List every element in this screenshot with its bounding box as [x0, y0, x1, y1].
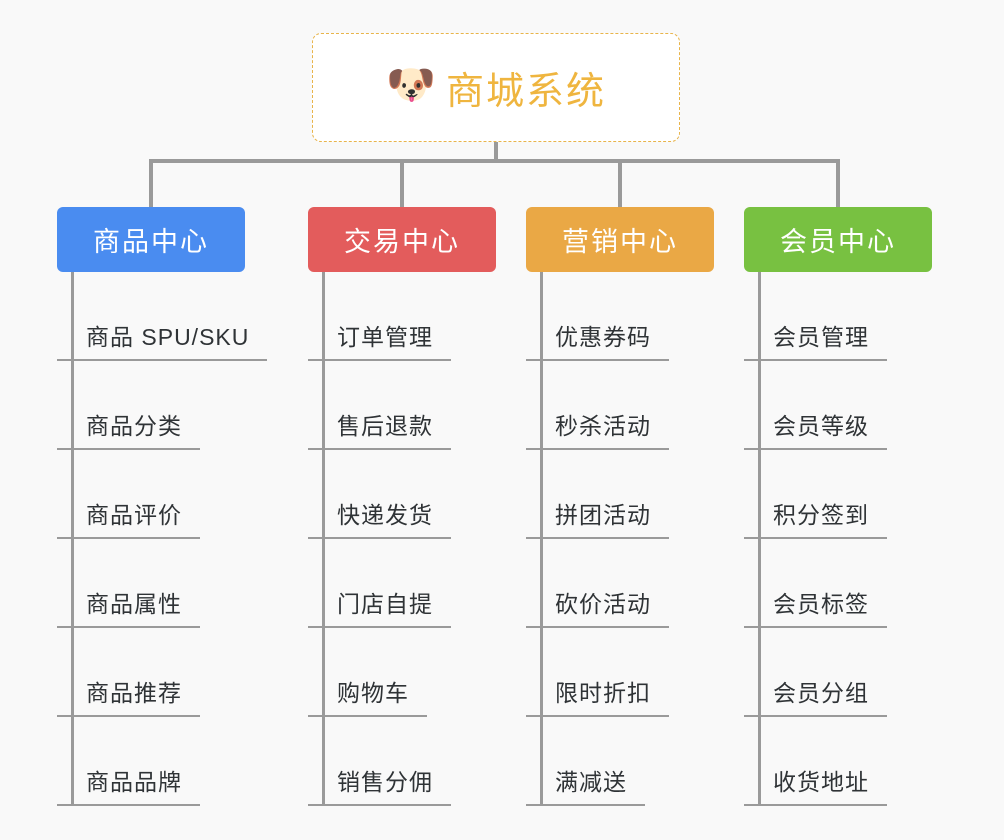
leaf-item-label: 秒杀活动 [526, 413, 669, 450]
leaf-stack-trade-center: 订单管理 售后退款 快递发货 门店自提 购物车 销售分佣 [308, 272, 496, 806]
category-header-trade-center[interactable]: 交易中心 [308, 207, 496, 272]
category-header-member-center[interactable]: 会员中心 [744, 207, 932, 272]
leaf-item[interactable]: 门店自提 [308, 539, 496, 628]
leaf-item[interactable]: 销售分佣 [308, 717, 496, 806]
leaf-item[interactable]: 售后退款 [308, 361, 496, 450]
connector-drop-1 [149, 159, 153, 207]
leaf-item-label: 销售分佣 [308, 769, 451, 806]
leaf-trunk [322, 272, 325, 806]
leaf-item[interactable]: 商品品牌 [57, 717, 267, 806]
connector-root-stem [494, 142, 498, 162]
leaf-item-label: 购物车 [308, 680, 427, 717]
column-trade-center: 交易中心 订单管理 售后退款 快递发货 门店自提 购物车 销售分佣 [308, 207, 496, 806]
leaf-item-label: 会员等级 [744, 413, 887, 450]
leaf-trunk [71, 272, 74, 806]
leaf-item-label: 拼团活动 [526, 502, 669, 539]
connector-drop-3 [618, 159, 622, 207]
leaf-item[interactable]: 会员等级 [744, 361, 932, 450]
leaf-item-label: 商品评价 [57, 502, 200, 539]
leaf-stack-member-center: 会员管理 会员等级 积分签到 会员标签 会员分组 收货地址 [744, 272, 932, 806]
leaf-item[interactable]: 积分签到 [744, 450, 932, 539]
leaf-item[interactable]: 商品评价 [57, 450, 267, 539]
leaf-item-label: 商品 SPU/SKU [57, 324, 268, 361]
leaf-item[interactable]: 商品属性 [57, 539, 267, 628]
connector-bus [149, 159, 840, 163]
leaf-item-label: 会员标签 [744, 591, 887, 628]
leaf-item-label: 收货地址 [744, 769, 887, 806]
leaf-item-label: 优惠券码 [526, 324, 669, 361]
leaf-item-label: 商品品牌 [57, 769, 200, 806]
leaf-item-label: 售后退款 [308, 413, 451, 450]
shiba-inu-icon: 🐶 [385, 62, 436, 107]
leaf-item[interactable]: 快递发货 [308, 450, 496, 539]
leaf-item[interactable]: 拼团活动 [526, 450, 714, 539]
leaf-item[interactable]: 收货地址 [744, 717, 932, 806]
category-header-marketing-center[interactable]: 营销中心 [526, 207, 714, 272]
category-header-label: 商品中心 [93, 227, 209, 257]
column-product-center: 商品中心 商品 SPU/SKU 商品分类 商品评价 商品属性 商品推荐 商品品牌 [57, 207, 268, 806]
root-title: 商城系统 [445, 71, 606, 113]
root-node[interactable]: 🐶 商城系统 [312, 33, 680, 142]
leaf-item-label: 商品属性 [57, 591, 200, 628]
leaf-item-label: 满减送 [526, 769, 645, 806]
leaf-item[interactable]: 砍价活动 [526, 539, 714, 628]
leaf-item[interactable]: 满减送 [526, 717, 714, 806]
leaf-item[interactable]: 会员标签 [744, 539, 932, 628]
leaf-item[interactable]: 秒杀活动 [526, 361, 714, 450]
column-member-center: 会员中心 会员管理 会员等级 积分签到 会员标签 会员分组 收货地址 [744, 207, 932, 806]
leaf-item-label: 门店自提 [308, 591, 451, 628]
category-header-label: 交易中心 [344, 227, 460, 257]
leaf-stack-marketing-center: 优惠券码 秒杀活动 拼团活动 砍价活动 限时折扣 满减送 [526, 272, 714, 806]
leaf-trunk [540, 272, 543, 806]
leaf-item-label: 商品推荐 [57, 680, 200, 717]
leaf-item[interactable]: 限时折扣 [526, 628, 714, 717]
leaf-stack-product-center: 商品 SPU/SKU 商品分类 商品评价 商品属性 商品推荐 商品品牌 [57, 272, 268, 806]
leaf-item-label: 快递发货 [308, 502, 451, 539]
leaf-item-label: 积分签到 [744, 502, 887, 539]
leaf-item-label: 会员分组 [744, 680, 887, 717]
leaf-item[interactable]: 商品 SPU/SKU [57, 272, 268, 361]
leaf-item-label: 限时折扣 [526, 680, 669, 717]
leaf-item[interactable]: 商品推荐 [57, 628, 267, 717]
leaf-item[interactable]: 会员分组 [744, 628, 932, 717]
leaf-item[interactable]: 商品分类 [57, 361, 267, 450]
leaf-item[interactable]: 优惠券码 [526, 272, 714, 361]
leaf-item-label: 会员管理 [744, 324, 887, 361]
leaf-item-label: 订单管理 [308, 324, 451, 361]
leaf-item[interactable]: 会员管理 [744, 272, 932, 361]
category-header-label: 营销中心 [562, 227, 678, 257]
category-header-label: 会员中心 [780, 227, 896, 257]
connector-drop-2 [400, 159, 404, 207]
leaf-item[interactable]: 购物车 [308, 628, 496, 717]
leaf-item-label: 砍价活动 [526, 591, 669, 628]
connector-drop-4 [836, 159, 840, 207]
leaf-item-label: 商品分类 [57, 413, 200, 450]
column-marketing-center: 营销中心 优惠券码 秒杀活动 拼团活动 砍价活动 限时折扣 满减送 [526, 207, 714, 806]
category-header-product-center[interactable]: 商品中心 [57, 207, 245, 272]
leaf-item[interactable]: 订单管理 [308, 272, 496, 361]
leaf-trunk [758, 272, 761, 806]
